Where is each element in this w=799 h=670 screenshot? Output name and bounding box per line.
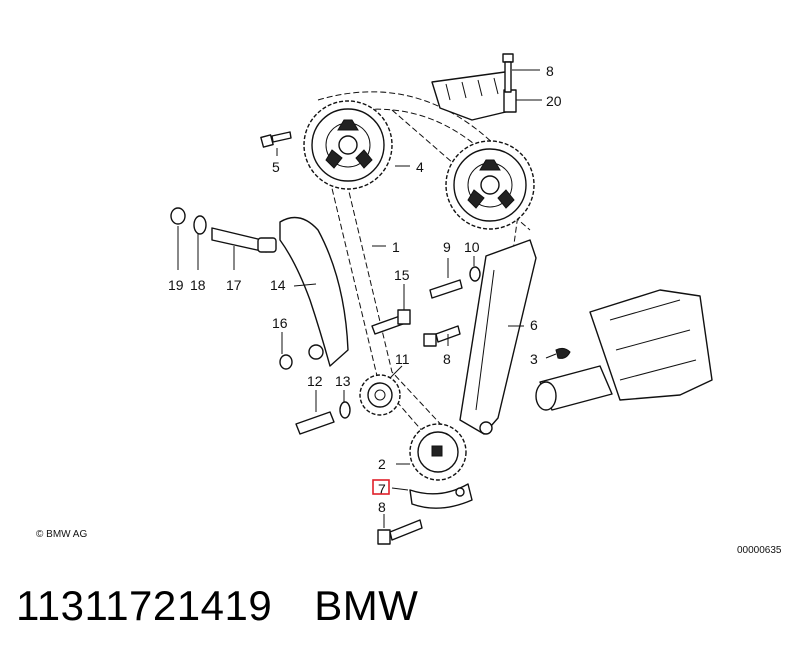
tensioner-rail (279, 216, 349, 367)
bolt-top (502, 53, 514, 93)
image-number: 00000635 (737, 545, 782, 556)
part-caption: 11311721419 BMW (16, 582, 418, 630)
brand-name: BMW (314, 582, 419, 629)
callout-19: 19 (168, 277, 184, 293)
callout-8-middle: 8 (443, 351, 451, 367)
bolt-15 (371, 309, 411, 335)
bolt-5 (260, 131, 292, 148)
guide-rail (459, 239, 537, 435)
bolt-9 (429, 266, 481, 299)
callout-8-top: 8 (546, 63, 554, 79)
callout-3: 3 (530, 351, 538, 367)
bolt-bottom (377, 519, 423, 545)
callout-10: 10 (464, 239, 480, 255)
crankshaft-sprocket (409, 423, 467, 481)
callout-13: 13 (335, 373, 351, 389)
leader-lines (177, 69, 557, 528)
callout-4: 4 (416, 159, 424, 175)
sprocket-11 (359, 374, 401, 416)
part-number: 11311721419 (16, 582, 273, 629)
callout-15: 15 (394, 267, 410, 283)
camshaft-sprocket-right (445, 140, 535, 230)
callout-18: 18 (190, 277, 206, 293)
callout-20: 20 (546, 93, 562, 109)
bracket-7 (409, 483, 473, 509)
callout-1: 1 (392, 239, 400, 255)
timing-chain-diagram: 8 20 5 4 1 9 10 19 18 17 14 15 16 6 3 8 … (36, 53, 782, 556)
upper-chain-guide (431, 71, 517, 121)
camshaft-sprocket-left (303, 100, 393, 190)
callout-6: 6 (530, 317, 538, 333)
callout-5: 5 (272, 159, 280, 175)
callout-14: 14 (270, 277, 286, 293)
callout-11: 11 (395, 351, 410, 367)
callout-16: 16 (272, 315, 288, 331)
bolt-16 (279, 354, 293, 370)
tensioner-piston (170, 207, 277, 253)
callout-9: 9 (443, 239, 451, 255)
callout-highlight-box (372, 479, 390, 495)
crankshaft (535, 289, 713, 411)
callout-7: 7 (378, 481, 386, 497)
bolt-middle (423, 325, 461, 347)
callout-17: 17 (226, 277, 242, 293)
callout-2: 2 (378, 456, 386, 472)
callout-12: 12 (307, 373, 323, 389)
bolt-12 (295, 401, 351, 435)
copyright-text: © BMW AG (36, 529, 87, 540)
callouts: 8 20 5 4 1 9 10 19 18 17 14 15 16 6 3 8 … (168, 63, 562, 515)
callout-8-bottom: 8 (378, 499, 386, 515)
woodruff-key (555, 347, 571, 359)
